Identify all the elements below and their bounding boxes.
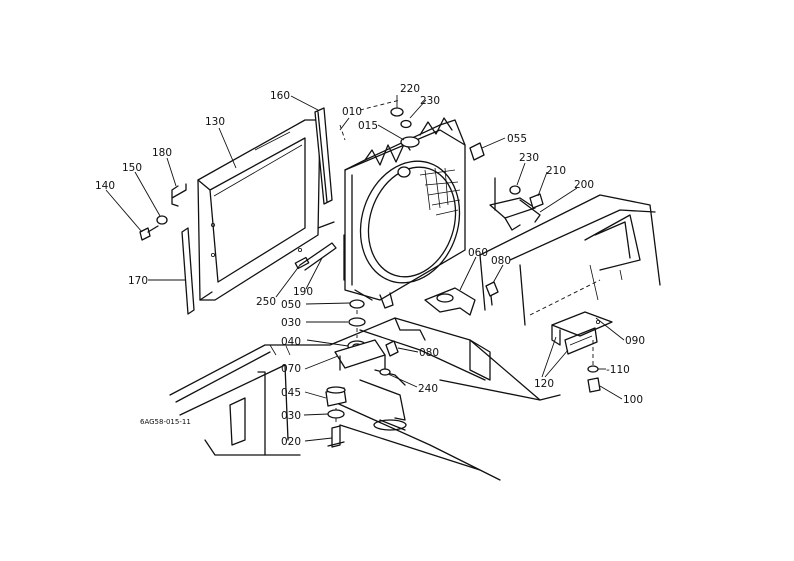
right-mount — [424, 281, 499, 316]
stay-bracket — [489, 177, 544, 231]
seal-strip — [181, 227, 195, 315]
label-140: 140 — [95, 180, 115, 192]
label-240: 240 — [418, 383, 438, 395]
baffle-plate — [197, 119, 335, 301]
bolt-and-washer — [139, 215, 168, 241]
label-130: 130 — [205, 116, 225, 128]
label-090: 090 — [625, 335, 645, 347]
label-200: 200 — [574, 179, 594, 191]
label-210: 210 — [546, 165, 566, 177]
hose-190 — [299, 242, 337, 271]
clip — [171, 183, 187, 207]
label-230-right: 230 — [519, 152, 539, 164]
lower-mount-stack — [325, 386, 347, 448]
label-055: 055 — [507, 133, 527, 145]
label-010: 010 — [342, 106, 362, 118]
label-170: 170 — [128, 275, 148, 287]
label-190: 190 — [293, 286, 313, 298]
label-015: 015 — [358, 120, 378, 132]
label-030-upper: 030 — [281, 317, 301, 329]
label-250: 250 — [256, 296, 276, 308]
label-220: 220 — [400, 83, 420, 95]
bracket-240 — [374, 368, 406, 386]
part-labels: 160 130 180 150 140 170 250 190 010 220 … — [95, 83, 645, 448]
label-040: 040 — [281, 336, 301, 348]
label-030-lower: 030 — [281, 410, 301, 422]
label-160: 160 — [270, 90, 290, 102]
label-110: -110 — [606, 364, 630, 376]
label-150: 150 — [122, 162, 142, 174]
bracket-055 — [469, 142, 485, 161]
label-050: 050 — [281, 299, 301, 311]
drawing-code: 6AG58-015-11 — [140, 418, 191, 426]
leader-lines — [105, 95, 625, 442]
center-bolt — [385, 340, 399, 357]
label-230-top: 230 — [420, 95, 440, 107]
side-seal — [314, 107, 333, 205]
label-060: 060 — [468, 247, 488, 259]
radiator-assembly — [343, 117, 466, 309]
label-020: 020 — [281, 436, 301, 448]
label-180: 180 — [152, 147, 172, 159]
label-070: 070 — [281, 363, 301, 375]
label-045: 045 — [281, 387, 301, 399]
label-080-right: 080 — [491, 255, 511, 267]
label-120: 120 — [534, 378, 554, 390]
hood-frame — [479, 194, 661, 326]
label-100: 100 — [623, 394, 643, 406]
rear-bracket — [551, 311, 613, 393]
center-mount-stack — [334, 299, 386, 373]
chassis-frame — [169, 317, 561, 481]
label-080-center: 080 — [419, 347, 439, 359]
